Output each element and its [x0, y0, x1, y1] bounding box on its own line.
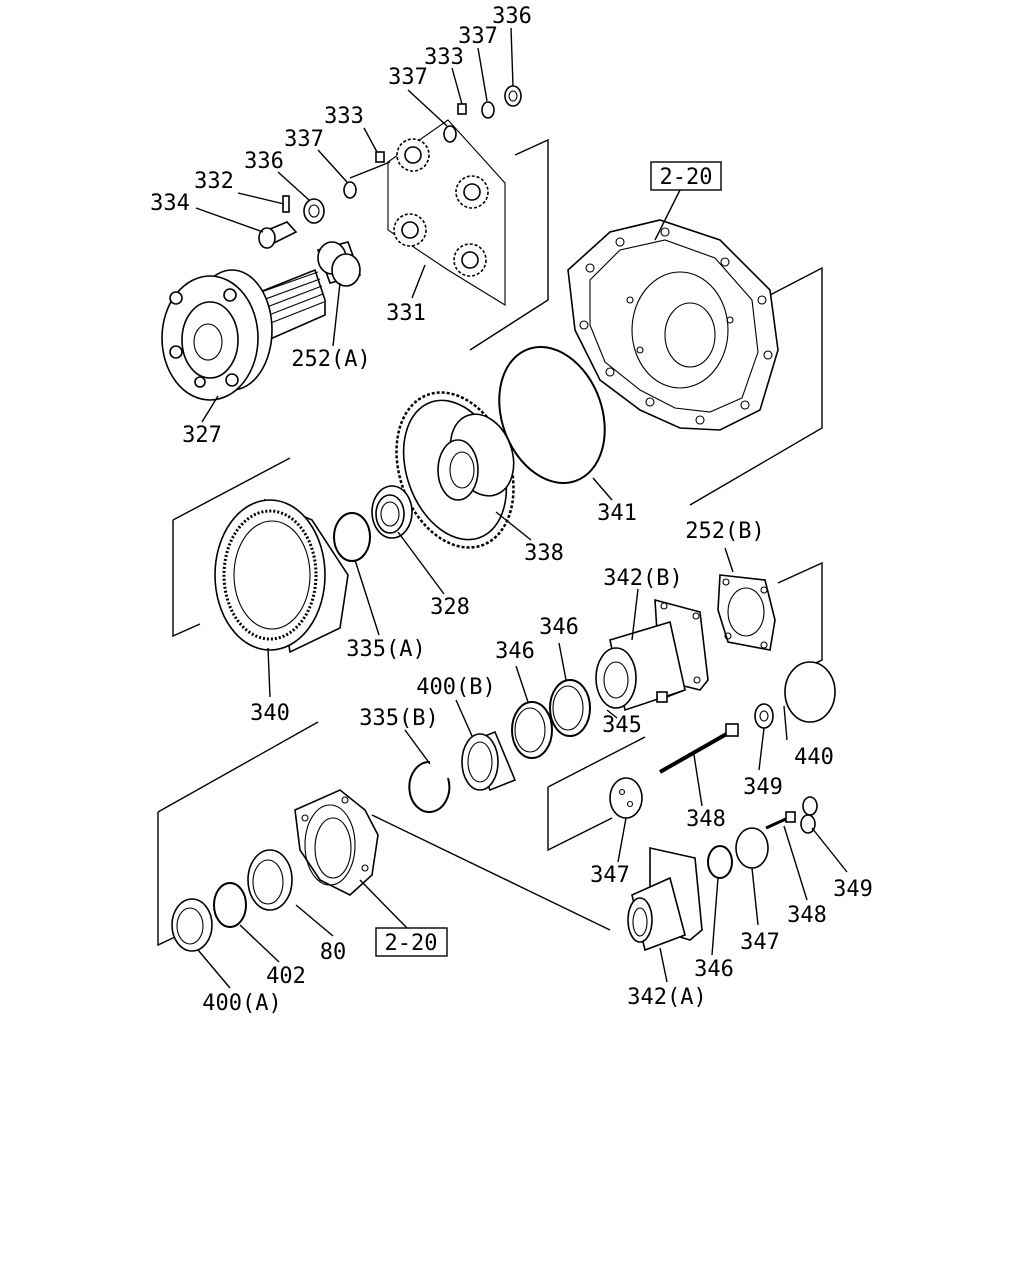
ring-346-lower: [707, 845, 733, 879]
gasket-252b: [717, 574, 776, 651]
label-337-top: 337: [458, 24, 498, 49]
cover-80-housing: [294, 789, 379, 896]
o-ring-341: [498, 346, 606, 484]
bolt-345: [656, 689, 686, 703]
pinion-gear-4: [453, 243, 487, 277]
seal-80: [247, 849, 293, 911]
label-347-lower: 347: [740, 930, 780, 955]
sleeve-342a: [627, 847, 703, 952]
label-346-middle: 346: [495, 639, 535, 664]
part-labels: 336 337 333 337 333 337 336 332 334 331 …: [150, 4, 873, 1016]
label-346-upper: 346: [539, 615, 579, 640]
label-334: 334: [150, 191, 190, 216]
label-402: 402: [266, 964, 306, 989]
planet-carrier-327: [161, 268, 326, 401]
plate-347-lower: [735, 827, 769, 869]
label-348-upper: 348: [686, 807, 726, 832]
label-341: 341: [597, 501, 637, 526]
ref-box-top[interactable]: 2-20: [650, 161, 722, 191]
label-349-upper: 349: [743, 775, 783, 800]
label-335b: 335(B): [359, 706, 438, 731]
ref-label-bottom[interactable]: 2-20: [385, 931, 438, 956]
label-337-mid: 337: [388, 65, 428, 90]
washer-349-lower: [800, 796, 818, 834]
ring-402: [213, 882, 247, 928]
label-340: 340: [250, 701, 290, 726]
label-342a: 342(A): [627, 985, 706, 1010]
long-bolt-348: [659, 723, 739, 774]
pinion-gear-2: [455, 175, 489, 209]
label-342b: 342(B): [603, 566, 682, 591]
label-327: 327: [182, 423, 222, 448]
label-338: 338: [524, 541, 564, 566]
label-252a: 252(A): [291, 347, 370, 372]
ring-346-middle: [511, 701, 553, 759]
label-348-lower: 348: [787, 903, 827, 928]
snap-ring-335b: [408, 760, 451, 813]
label-336-top: 336: [492, 4, 532, 29]
leader-lines: [195, 27, 848, 989]
label-80: 80: [320, 940, 347, 965]
label-440: 440: [794, 745, 834, 770]
washer-349-upper: [754, 703, 774, 729]
ref-box-bottom[interactable]: 2-20: [375, 927, 448, 957]
label-349-lower: 349: [833, 877, 873, 902]
ring-gear-340: [214, 498, 349, 654]
label-335a: 335(A): [346, 637, 425, 662]
label-328: 328: [430, 595, 470, 620]
snap-ring-335a: [333, 512, 371, 562]
bushing-252a: [316, 241, 362, 287]
small-top-parts: [258, 85, 522, 249]
pinion-gear-group: [387, 119, 506, 306]
label-333-left: 333: [324, 104, 364, 129]
label-400b: 400(B): [416, 675, 495, 700]
label-336-left: 336: [244, 149, 284, 174]
sleeve-342b: [595, 598, 709, 712]
label-332: 332: [194, 169, 234, 194]
pinion-gear-3: [393, 213, 427, 247]
needle-bearing-400b: [461, 730, 517, 792]
label-347-upper: 347: [590, 863, 630, 888]
bearing-328: [371, 485, 413, 539]
label-346-lower: 346: [694, 957, 734, 982]
cover-440: [784, 661, 836, 723]
label-400a: 400(A): [202, 991, 281, 1016]
label-337-left: 337: [284, 127, 324, 152]
label-345: 345: [602, 713, 642, 738]
label-333-top: 333: [424, 45, 464, 70]
pinion-gear-1: [396, 138, 430, 172]
ring-346-upper: [549, 679, 591, 737]
ref-label-top[interactable]: 2-20: [660, 165, 713, 190]
bolt-348-lower: [765, 811, 796, 830]
plate-347-upper: [609, 777, 643, 819]
label-252b: 252(B): [685, 519, 764, 544]
label-331: 331: [386, 301, 426, 326]
bearing-400a: [171, 898, 213, 952]
transmission-housing: [567, 219, 779, 431]
group-frame-lines: [157, 138, 823, 947]
drive-gear-338: [395, 391, 515, 549]
